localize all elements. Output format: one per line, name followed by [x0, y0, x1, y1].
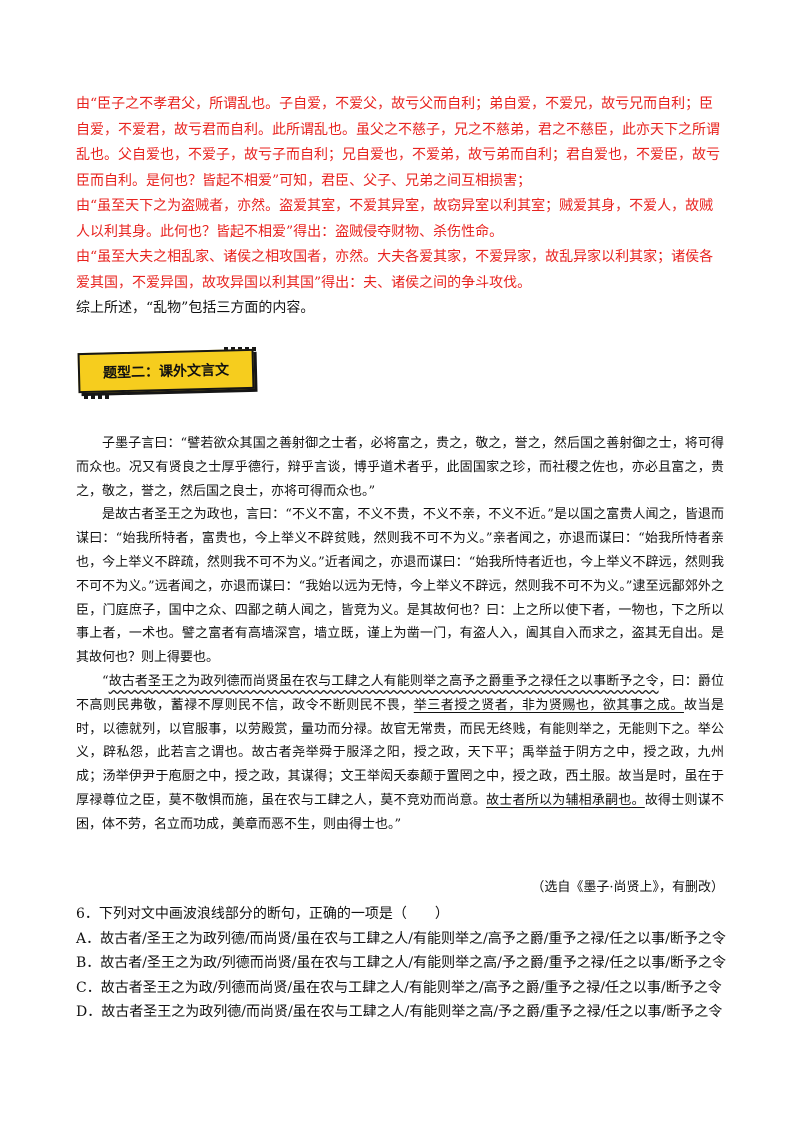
- text-open-quote: “: [102, 673, 109, 689]
- analysis-paragraph-2: 由“虽至天下之为盗贼者，亦然。盗爱其室，不爱其异室，故窃异室以利其室；贼爱其身，…: [76, 198, 714, 240]
- option-d[interactable]: D．故古者圣王之为政列德/而尚贤/虽在农与工肆之人/有能则举之高/予之爵/重予之…: [76, 1004, 723, 1020]
- underlined-sentence-1: 举三者授之贤者，非为贤赐也，欲其事之成。: [413, 697, 684, 713]
- text-paragraph-3: “故古者圣王之为政列德而尚贤虽在农与工肆之人有能则举之高予之爵重予之禄任之以事断…: [76, 670, 724, 837]
- wavy-underlined-passage: 故古者圣王之为政列德而尚贤虽在农与工肆之人有能则举之高予之爵重予之禄任之以事断予…: [108, 673, 659, 689]
- option-c[interactable]: C．故古者圣王之为政/列德而尚贤/虽在农与工肆之人/有能则举之/高予之爵/重予之…: [76, 979, 722, 996]
- source-citation: （选自《墨子·尚贤上》，有删改）: [531, 880, 724, 895]
- banner-box: 题型二：课外文言文: [77, 348, 255, 394]
- option-a[interactable]: A．故古者/圣王之为政列德/而尚贤/虽在农与工肆之人/有能则举之/高予之爵/重予…: [76, 930, 726, 947]
- underlined-sentence-2: 故士者所以为辅相承嗣也。: [486, 792, 645, 808]
- question-6: 6．下列对文中画波浪线部分的断句，正确的一项是（ ） A．故古者/圣王之为政列德…: [76, 902, 736, 1025]
- section-title: 题型二：课外文言文: [102, 362, 230, 382]
- text-segment-c: 故得士则谋不困，体不劳，名立而功成，美章而恶不生，则由得士也。”: [76, 792, 724, 832]
- question-stem: 6．下列对文中画波浪线部分的断句，正确的一项是（ ）: [76, 906, 449, 922]
- analysis-paragraph-1: 由“臣子之不孝君父，所谓乱也。子自爱，不爱父，故亏父而自利；弟自爱，不爱兄，故亏…: [76, 96, 720, 189]
- classical-text: 子墨子言曰：“譬若欲众其国之善射御之士者，必将富之，贵之，敬之，誉之，然后国之善…: [76, 432, 724, 837]
- analysis-summary: 综上所述，“乱物”包括三方面的内容。: [76, 300, 315, 316]
- option-b[interactable]: B．故古者/圣王之为政/列德而尚贤/虽在农与工肆之人/有能则举之高/予之爵/重予…: [76, 955, 727, 971]
- analysis-paragraph-3: 由“虽至大夫之相乱家、诸侯之相攻国者，亦然。大夫各爱其家，不爱异家，故乱异家以利…: [76, 249, 714, 291]
- text-paragraph-1: 子墨子言曰：“譬若欲众其国之善射御之士者，必将富之，贵之，敬之，誉之，然后国之善…: [76, 436, 724, 499]
- analysis-block: 由“臣子之不孝君父，所谓乱也。子自爱，不爱父，故亏父而自利；弟自爱，不爱兄，故亏…: [76, 92, 724, 322]
- text-paragraph-2: 是故古者圣王之为政也，言曰：“不义不富，不义不贵，不义不亲，不义不近。”是以国之…: [76, 507, 724, 666]
- text-segment-a: ，曰：爵位不高则民弗敬，蓄禄不厚则民不信，政令不断则民不畏，: [76, 673, 724, 713]
- section-banner: 题型二：课外文言文: [74, 345, 260, 401]
- text-segment-b: 故当是时，以德就列，以官服事，以劳殿赏，量功而分禄。故官无常贵，而民无终贱，有能…: [76, 697, 724, 808]
- banner-dots-bottom: [84, 395, 110, 399]
